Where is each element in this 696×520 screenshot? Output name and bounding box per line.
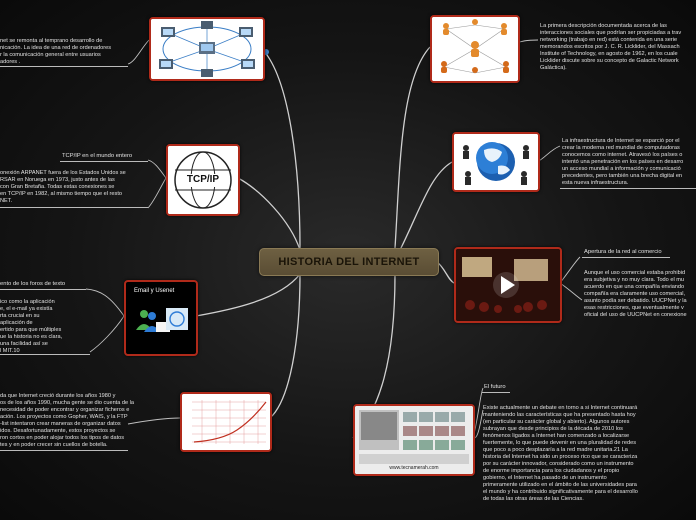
note-underline — [482, 392, 510, 393]
branch-globe — [399, 161, 453, 251]
note-underline — [0, 354, 90, 355]
email-header-text: Email y Usenet — [134, 288, 175, 294]
email-users-icon — [136, 308, 188, 332]
social-network-note: La primera descripción documentada acerc… — [540, 23, 682, 71]
website-caption: www.tecnamerah.com — [389, 465, 439, 471]
network-image[interactable] — [149, 17, 265, 81]
note-underline — [60, 161, 148, 162]
network-origin-note: net se remonta al temprano desarrollo de… — [0, 38, 112, 65]
branch-social — [394, 46, 431, 249]
email-title: ento de los foros de texto — [0, 281, 66, 287]
video-play-icon — [456, 249, 560, 321]
growth-note: da que Internet creció durante los años … — [0, 393, 135, 448]
note-underline — [0, 289, 86, 290]
future-note: Existe actualmente un debate en torno a … — [483, 405, 638, 502]
globe-icon — [454, 134, 538, 190]
commerce-title: Apertura de la red al comercio — [584, 249, 662, 255]
tcpip-note: onexión ARPANET fuera de los Estados Uni… — [0, 170, 126, 204]
commerce-note: Aunque el uso comercial estaba prohibid … — [584, 270, 687, 318]
branch-video — [436, 261, 455, 284]
tcpip-logo-text: TCP/IP — [186, 174, 220, 185]
branch-network — [262, 49, 301, 249]
central-topic-label: HISTORIA DEL INTERNET — [278, 256, 420, 268]
note-underline — [560, 188, 696, 189]
growth-chart-image[interactable] — [180, 392, 272, 452]
branch-growth — [269, 273, 301, 419]
globe-image[interactable] — [452, 132, 540, 192]
computer-network-icon — [151, 19, 263, 79]
email-note: ico como la aplicación e, el e-mail ya e… — [0, 299, 63, 354]
tcpip-image[interactable]: TCP/IP — [166, 144, 240, 216]
note-underline — [0, 207, 148, 208]
people-network-icon — [432, 17, 518, 81]
tcpip-title: TCP/IP en el mundo entero — [62, 153, 133, 159]
video-image[interactable] — [454, 247, 562, 323]
globe-note: La infraestructura de Internet se esparc… — [562, 138, 684, 186]
website-thumbnail — [355, 406, 473, 474]
note-underline — [0, 66, 128, 67]
note-underline — [582, 257, 670, 258]
social-network-image[interactable] — [430, 15, 520, 83]
email-image[interactable]: Email y Usenet — [124, 280, 198, 356]
branch-tcp — [237, 177, 301, 251]
branch-email — [195, 273, 301, 317]
growth-graph-icon — [182, 394, 270, 450]
future-title: El futuro — [484, 384, 506, 390]
website-screenshot-image[interactable]: www.tecnamerah.com — [353, 404, 475, 476]
note-underline — [0, 450, 128, 451]
tcpip-globe-icon — [168, 146, 238, 214]
central-topic[interactable]: HISTORIA DEL INTERNET — [259, 248, 439, 276]
